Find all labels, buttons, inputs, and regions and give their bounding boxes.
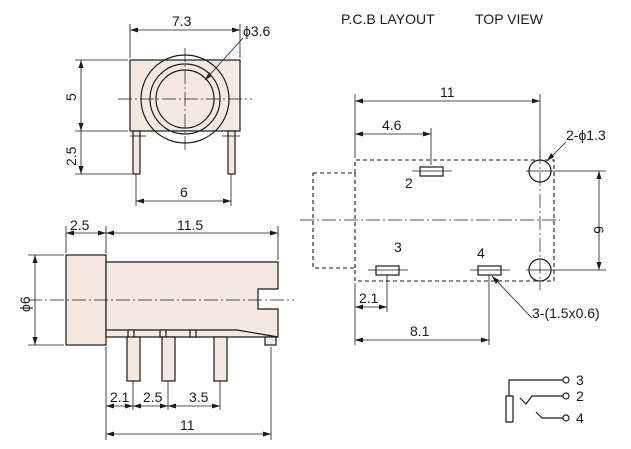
side-total-dim: 11 bbox=[180, 417, 195, 433]
pcb-pin-offset-dim: 2.1 bbox=[359, 290, 379, 306]
schematic-symbol: 3 2 4 bbox=[505, 372, 584, 426]
pcb-height-dim: 6 bbox=[591, 226, 607, 234]
front-bore-dim: ϕ3.6 bbox=[243, 23, 271, 39]
pcb-layout: 2 3 4 11 4.6 2-ϕ1.3 6 2.1 bbox=[300, 84, 607, 345]
pcb-slot-dim: 3-(1.5x0.6) bbox=[532, 305, 600, 321]
side-pin-b-dim: 2.5 bbox=[143, 389, 163, 405]
schematic-sleeve bbox=[505, 395, 514, 423]
pcb-hole-dim: 2-ϕ1.3 bbox=[566, 127, 606, 143]
front-view-right-pin bbox=[227, 130, 236, 175]
front-width-dim: 7.3 bbox=[172, 13, 192, 29]
side-flange-dim: 2.5 bbox=[70, 217, 90, 233]
front-view: 7.3 ϕ3.6 5 2.5 6 bbox=[63, 13, 271, 206]
pcb-pad-2 bbox=[419, 166, 444, 177]
pcb-pin-span-dim: 8.1 bbox=[410, 323, 430, 339]
front-view-left-pin bbox=[132, 130, 141, 175]
schematic-terminal-3: 3 bbox=[576, 372, 584, 388]
side-pin-a-dim: 2.1 bbox=[110, 389, 130, 405]
pcb-layout-heading: P.C.B LAYOUT bbox=[341, 11, 435, 27]
top-view-heading: TOP VIEW bbox=[475, 11, 544, 27]
side-view-pin-3 bbox=[213, 336, 228, 382]
side-view: 2.5 11.5 ϕ6 2.1 2.5 3.5 11 bbox=[17, 217, 294, 440]
front-pin-pitch-dim: 6 bbox=[180, 184, 188, 200]
front-pin-length-dim: 2.5 bbox=[63, 146, 79, 166]
pcb-offset-dim: 4.6 bbox=[382, 117, 402, 133]
side-view-pin-2 bbox=[161, 336, 176, 382]
pcb-length-dim: 11 bbox=[440, 84, 455, 100]
pcb-pad-label-4: 4 bbox=[477, 245, 485, 261]
front-height-dim: 5 bbox=[63, 93, 79, 101]
pcb-pad-label-3: 3 bbox=[394, 239, 402, 255]
schematic-terminal-4: 4 bbox=[576, 410, 584, 426]
side-view-pin-1 bbox=[126, 336, 141, 382]
side-diameter-dim: ϕ6 bbox=[17, 296, 33, 312]
pcb-outline bbox=[312, 159, 555, 282]
pcb-pad-4 bbox=[477, 265, 502, 276]
side-pin-c-dim: 3.5 bbox=[189, 389, 209, 405]
side-body-length-dim: 11.5 bbox=[177, 217, 203, 233]
pcb-pad-3 bbox=[375, 265, 400, 276]
pcb-pad-label-2: 2 bbox=[405, 175, 413, 191]
side-view-body bbox=[105, 261, 279, 338]
schematic-terminal-2: 2 bbox=[576, 388, 584, 404]
